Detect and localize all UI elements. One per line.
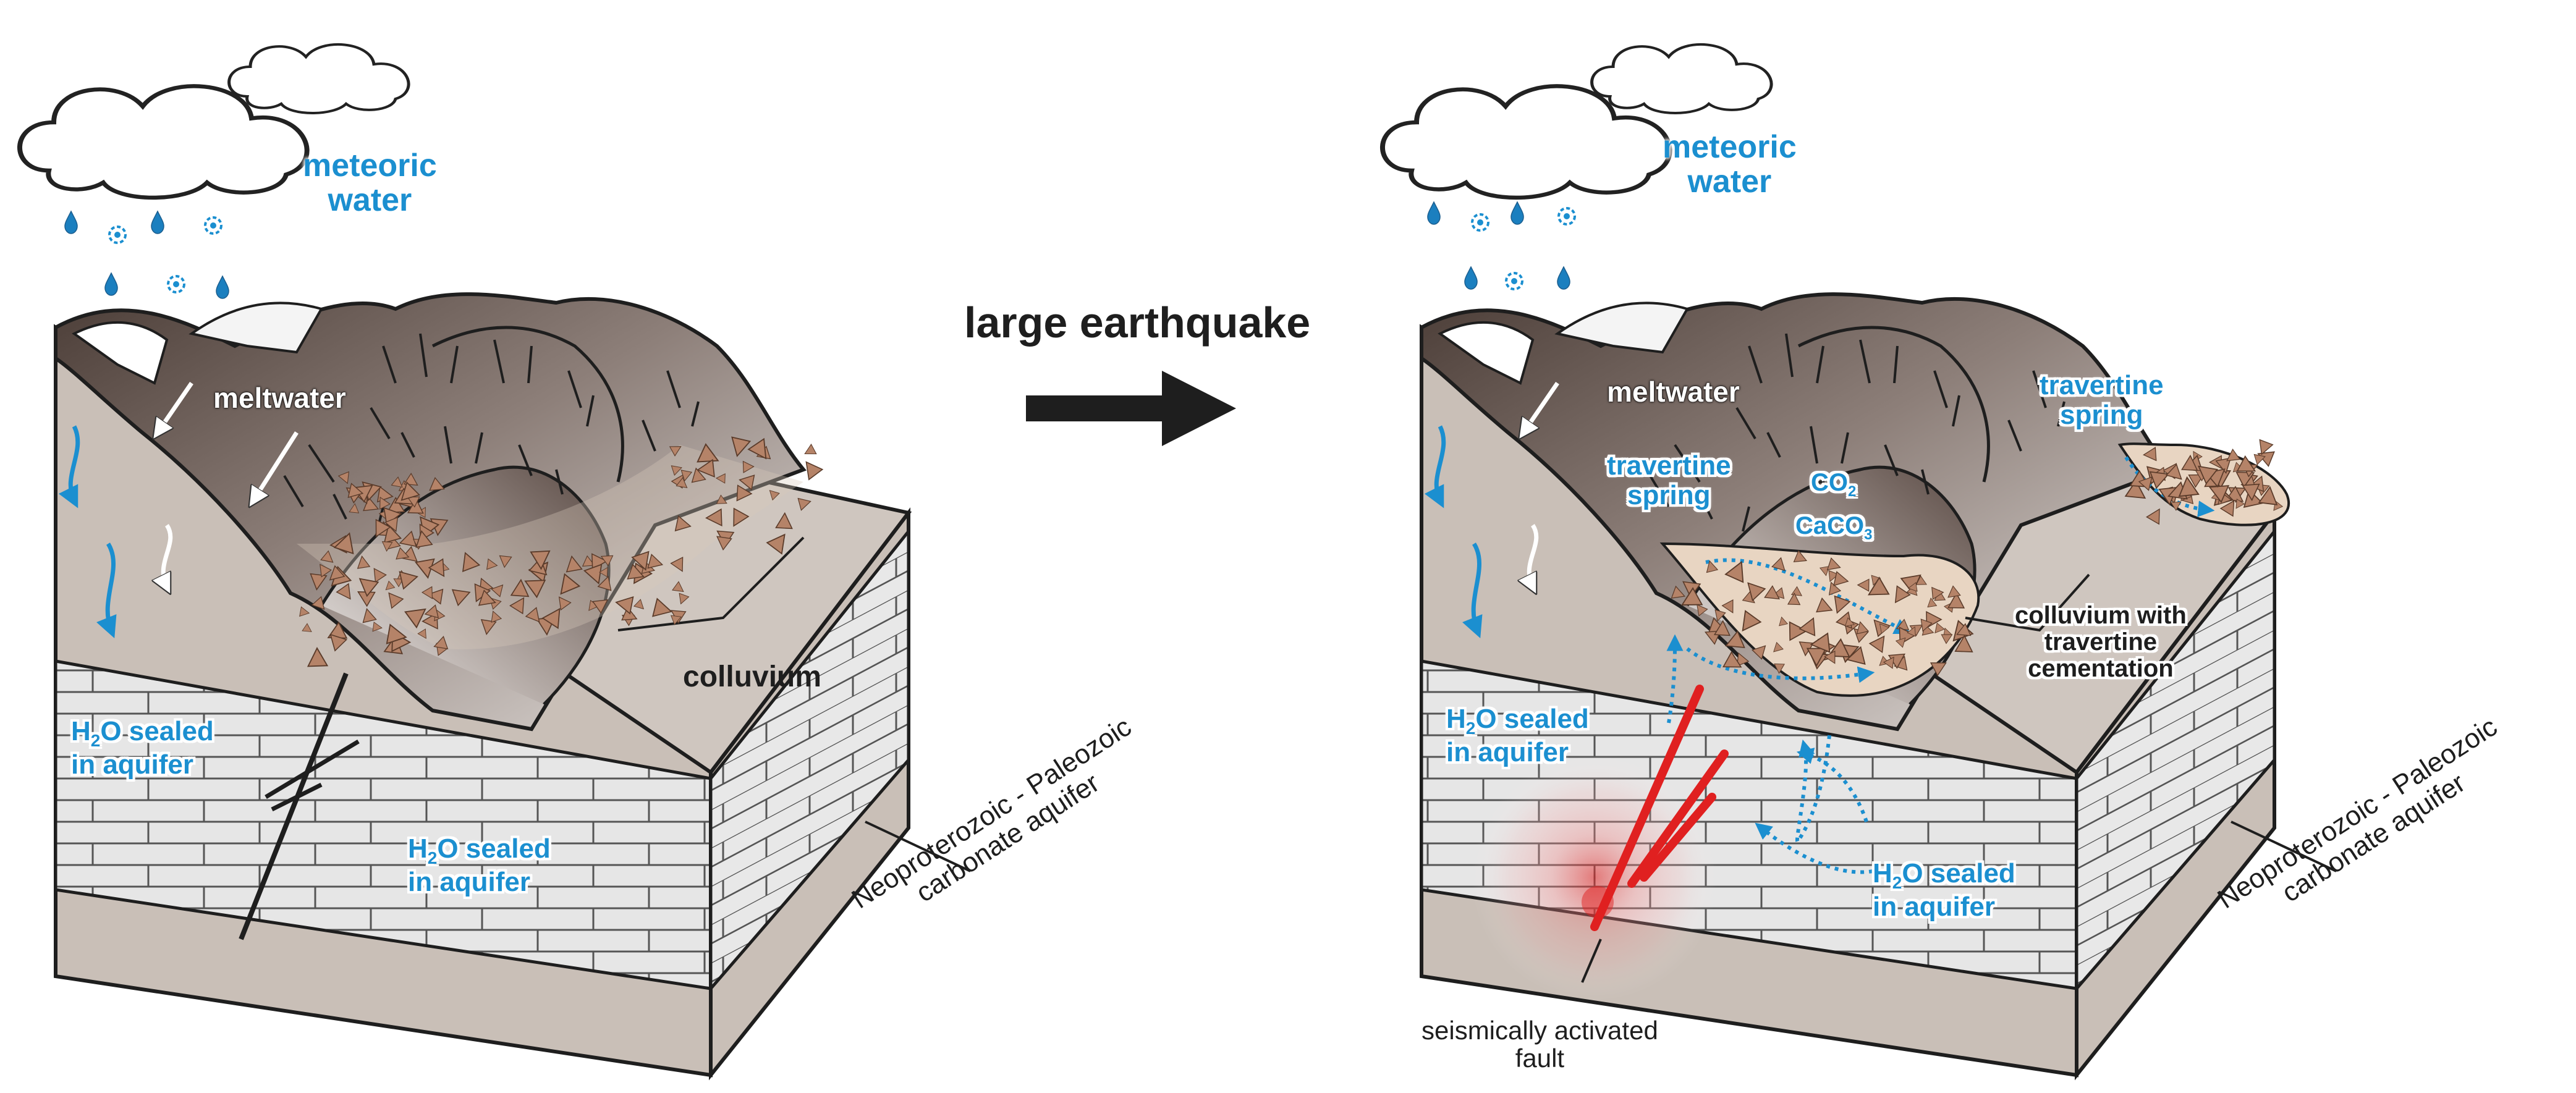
transition-label: large earthquake xyxy=(964,298,1311,347)
arrow-right-icon xyxy=(1026,371,1236,446)
caco3-label: CaCO3 xyxy=(1795,512,1873,543)
raindrop-icon xyxy=(1427,201,1441,225)
fault-label: seismically activated fault xyxy=(1421,1016,1658,1073)
fault-lines xyxy=(1590,685,1729,931)
clast xyxy=(804,442,819,458)
raindrop-icon xyxy=(1464,266,1478,290)
right-travertine-spring-right-label: travertine spring xyxy=(2040,370,2164,430)
clast xyxy=(803,461,824,482)
left-h2o-upper-label: H2O sealed in aquifer xyxy=(71,716,214,780)
right-meltwater-label: meltwater xyxy=(1607,376,1740,408)
colluvium-cemented-label: colluvium with travertine cementation xyxy=(2015,602,2187,683)
right-travertine-spring-left-label: travertine spring xyxy=(1607,450,1731,510)
quake-focus xyxy=(1582,886,1614,918)
left-meteoric-water-label: meteoric water xyxy=(303,148,437,219)
left-snowcap xyxy=(72,321,169,385)
raindrop-icon xyxy=(151,211,164,234)
left-block xyxy=(54,292,971,1081)
right-side-limestone xyxy=(2075,526,2276,993)
left-precipitation xyxy=(64,211,229,299)
left-meltwater-label: meltwater xyxy=(213,382,346,414)
right-meteoric-water-label: meteoric water xyxy=(1663,129,1797,200)
raindrop-icon xyxy=(216,276,229,299)
snowflake-icon xyxy=(1471,213,1489,232)
right-h2o-upper-label: H2O sealed in aquifer xyxy=(1446,704,1589,768)
co2-label: CO2 xyxy=(1811,469,1857,500)
snowflake-icon xyxy=(1505,272,1523,290)
snowflake-icon xyxy=(1557,207,1576,226)
raindrop-icon xyxy=(1510,201,1524,225)
left-side-limestone xyxy=(709,526,910,993)
right-hatching xyxy=(1649,333,2065,532)
left-colluvium-label: colluvium xyxy=(683,660,822,693)
right-snowcap xyxy=(1438,321,1535,385)
snowflake-icon xyxy=(167,275,185,293)
raindrop-icon xyxy=(64,211,78,234)
quake-glow xyxy=(1471,754,1718,1001)
flow-arrow-icon xyxy=(1666,456,2215,874)
snowflake-icon xyxy=(108,226,127,244)
right-precipitation xyxy=(1427,201,1576,290)
left-meltwater-arrows xyxy=(158,382,299,587)
right-h2o-lower-label: H2O sealed in aquifer xyxy=(1873,858,2015,922)
raindrop-icon xyxy=(1557,266,1570,290)
left-infiltration-arrows xyxy=(58,425,117,639)
left-h2o-lower-label: H2O sealed in aquifer xyxy=(408,833,551,898)
raindrop-icon xyxy=(104,272,118,296)
right-block xyxy=(1420,292,2337,1081)
snowflake-icon xyxy=(204,216,222,235)
clast xyxy=(2255,435,2275,455)
left-hatching xyxy=(283,333,700,532)
